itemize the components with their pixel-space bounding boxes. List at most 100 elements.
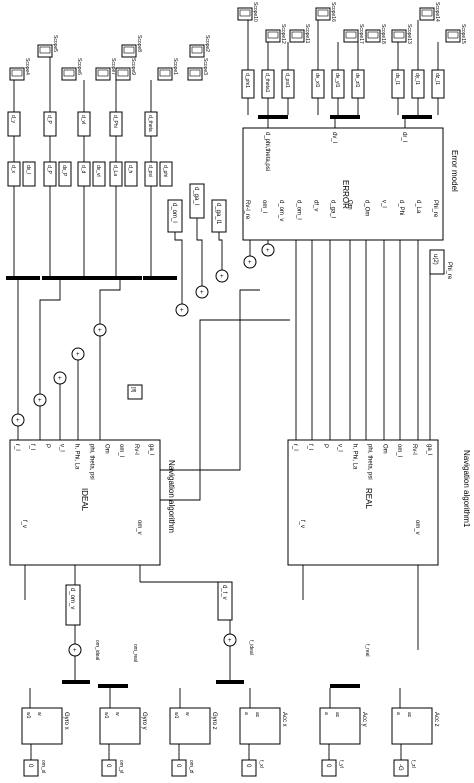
scope-left-8[interactable]: Scope3 (187, 58, 208, 81)
gain-d-om-l-frame (167, 199, 183, 233)
sum-block-7[interactable]: + (175, 303, 189, 317)
sensor-in2: w (114, 712, 120, 716)
sensor-const: 0 (325, 764, 331, 768)
top-gain-8[interactable]: dz_l1 (431, 69, 445, 99)
scope-left-1[interactable]: Scope5 (37, 35, 58, 58)
top-gain-2[interactable]: d_psi1 (281, 69, 295, 99)
top-gain-1[interactable]: d_theta1 (261, 69, 275, 99)
left-pair-gain-0-frame (22, 161, 36, 187)
sum-block-9[interactable]: + (215, 269, 229, 283)
top-gain-0[interactable]: d_phi1 (241, 69, 255, 99)
top-gain-4[interactable]: dv_yl1 (331, 69, 345, 99)
sum-block-4[interactable]: + (53, 371, 67, 385)
scope-left-0[interactable]: Scope4 (9, 58, 30, 81)
sum-block-11[interactable]: + (261, 243, 275, 257)
left-top-gain-3[interactable]: d_Phi (109, 111, 123, 137)
error-input-3: d_om_l (295, 200, 301, 220)
top-gain-6[interactable]: dx_l1 (391, 69, 405, 99)
sum-block-2[interactable]: + (11, 413, 25, 427)
top-gain-3[interactable]: dv_xl1 (311, 69, 325, 99)
left-bottom-gain-2[interactable]: d_d (77, 161, 91, 187)
sensor-const: 0 (175, 764, 181, 768)
scope-top-3[interactable]: Scope16 (315, 2, 336, 22)
scope-left-7[interactable]: Scope2 (189, 35, 210, 58)
left-pair-gain-2[interactable]: dx_vl (92, 161, 106, 187)
gain-d-f-v[interactable]: d_f_v (217, 581, 233, 621)
top-gain-6-label: dx_l1 (394, 73, 400, 85)
scope-top-1[interactable]: Scope12 (265, 24, 286, 44)
scope-top-0[interactable]: Scope10 (237, 2, 258, 22)
error-input-7: d_Om (364, 200, 370, 216)
scope-label: Scope4 (24, 58, 30, 75)
scope-top-4[interactable]: Scope17 (343, 24, 364, 44)
scope-left-3[interactable]: Scope7 (95, 58, 116, 81)
gain-d-om-v-frame (65, 584, 81, 626)
scope-top-6[interactable]: Scope13 (391, 24, 412, 44)
sum-block-10[interactable]: + (243, 255, 257, 269)
scope-label: Scope1 (172, 58, 178, 75)
sum-block-1[interactable]: + (223, 633, 237, 647)
scope-top-5[interactable]: Scope18 (365, 24, 386, 44)
scope-label: Scope13 (406, 24, 412, 44)
sum-blocks: + + + + + + + + + + + + (11, 243, 275, 657)
left-pair-gain-3[interactable]: d_h (124, 161, 138, 187)
error-output-1: dv_l (331, 132, 337, 143)
gain-d-om-l[interactable]: d_om_l (167, 199, 183, 233)
wire (218, 232, 223, 270)
left-top-gain-2-label: d_vl (80, 115, 86, 124)
sum-circle (223, 633, 237, 647)
bus-label-0: om_ideal (94, 640, 100, 660)
error-input-0: Rv-l_re (244, 200, 250, 220)
gain-d-om-v[interactable]: d_om_v (65, 584, 81, 626)
scope-left-2[interactable]: Scope6 (61, 58, 82, 81)
scope-top-7[interactable]: Scope14 (419, 2, 440, 22)
scope-left-5[interactable]: Scope9 (115, 58, 136, 81)
left-bottom-gain-1[interactable]: d_P (43, 161, 57, 187)
left-top-gain-2[interactable]: d_vl (77, 111, 91, 137)
left-top-gain-2-frame (77, 111, 91, 137)
scope-top-2[interactable]: Scope11 (289, 24, 310, 44)
sum-sign: + (38, 398, 42, 404)
left-top-gain-4[interactable]: d_theta (144, 111, 158, 137)
display-block[interactable]: [fl] (127, 384, 143, 400)
gain-d-ga-l1[interactable]: d_ga_l1 (211, 199, 227, 233)
left-top-gain-1[interactable]: d_P (43, 111, 57, 137)
left-pair-gain-1[interactable]: dx_P (58, 161, 72, 187)
sum-block-6[interactable]: + (93, 323, 107, 337)
left-pair-gain-4[interactable]: d_phi (159, 161, 173, 187)
top-gain-5[interactable]: dv_zl1 (351, 69, 365, 99)
left-top-gain-0[interactable]: d_y (7, 111, 21, 137)
left-bottom-gain-4[interactable]: d_psi (144, 161, 158, 187)
sum-block-5[interactable]: + (71, 347, 85, 361)
left-bottom-gain-0[interactable]: d_x (7, 161, 21, 187)
sensor-const: -G (397, 764, 403, 771)
sensor-const: 0 (27, 764, 33, 768)
scope-left-6[interactable]: Scope1 (157, 58, 178, 81)
top-gain-7[interactable]: dy_l1 (411, 69, 425, 99)
sum-block-8[interactable]: + (195, 285, 209, 299)
phi-fcn-block[interactable]: u(2) Phi_re (429, 249, 452, 280)
scope-top-8[interactable]: Scope15 (445, 24, 466, 44)
output-port-1: f_l (307, 444, 313, 450)
scope-left-4[interactable]: Scope8 (121, 35, 142, 58)
sensor-frame (391, 707, 433, 745)
sum-block-0[interactable]: + (68, 643, 82, 657)
left-pair-gain-0[interactable]: dx_l (22, 161, 36, 187)
left-bus-3 (108, 276, 142, 280)
gain-d-ga-l[interactable]: d_ga_l (189, 183, 205, 219)
left-bottom-gain-3[interactable]: d_La (109, 161, 123, 187)
sum-block-3[interactable]: + (33, 393, 47, 407)
scope-screen (345, 31, 357, 39)
